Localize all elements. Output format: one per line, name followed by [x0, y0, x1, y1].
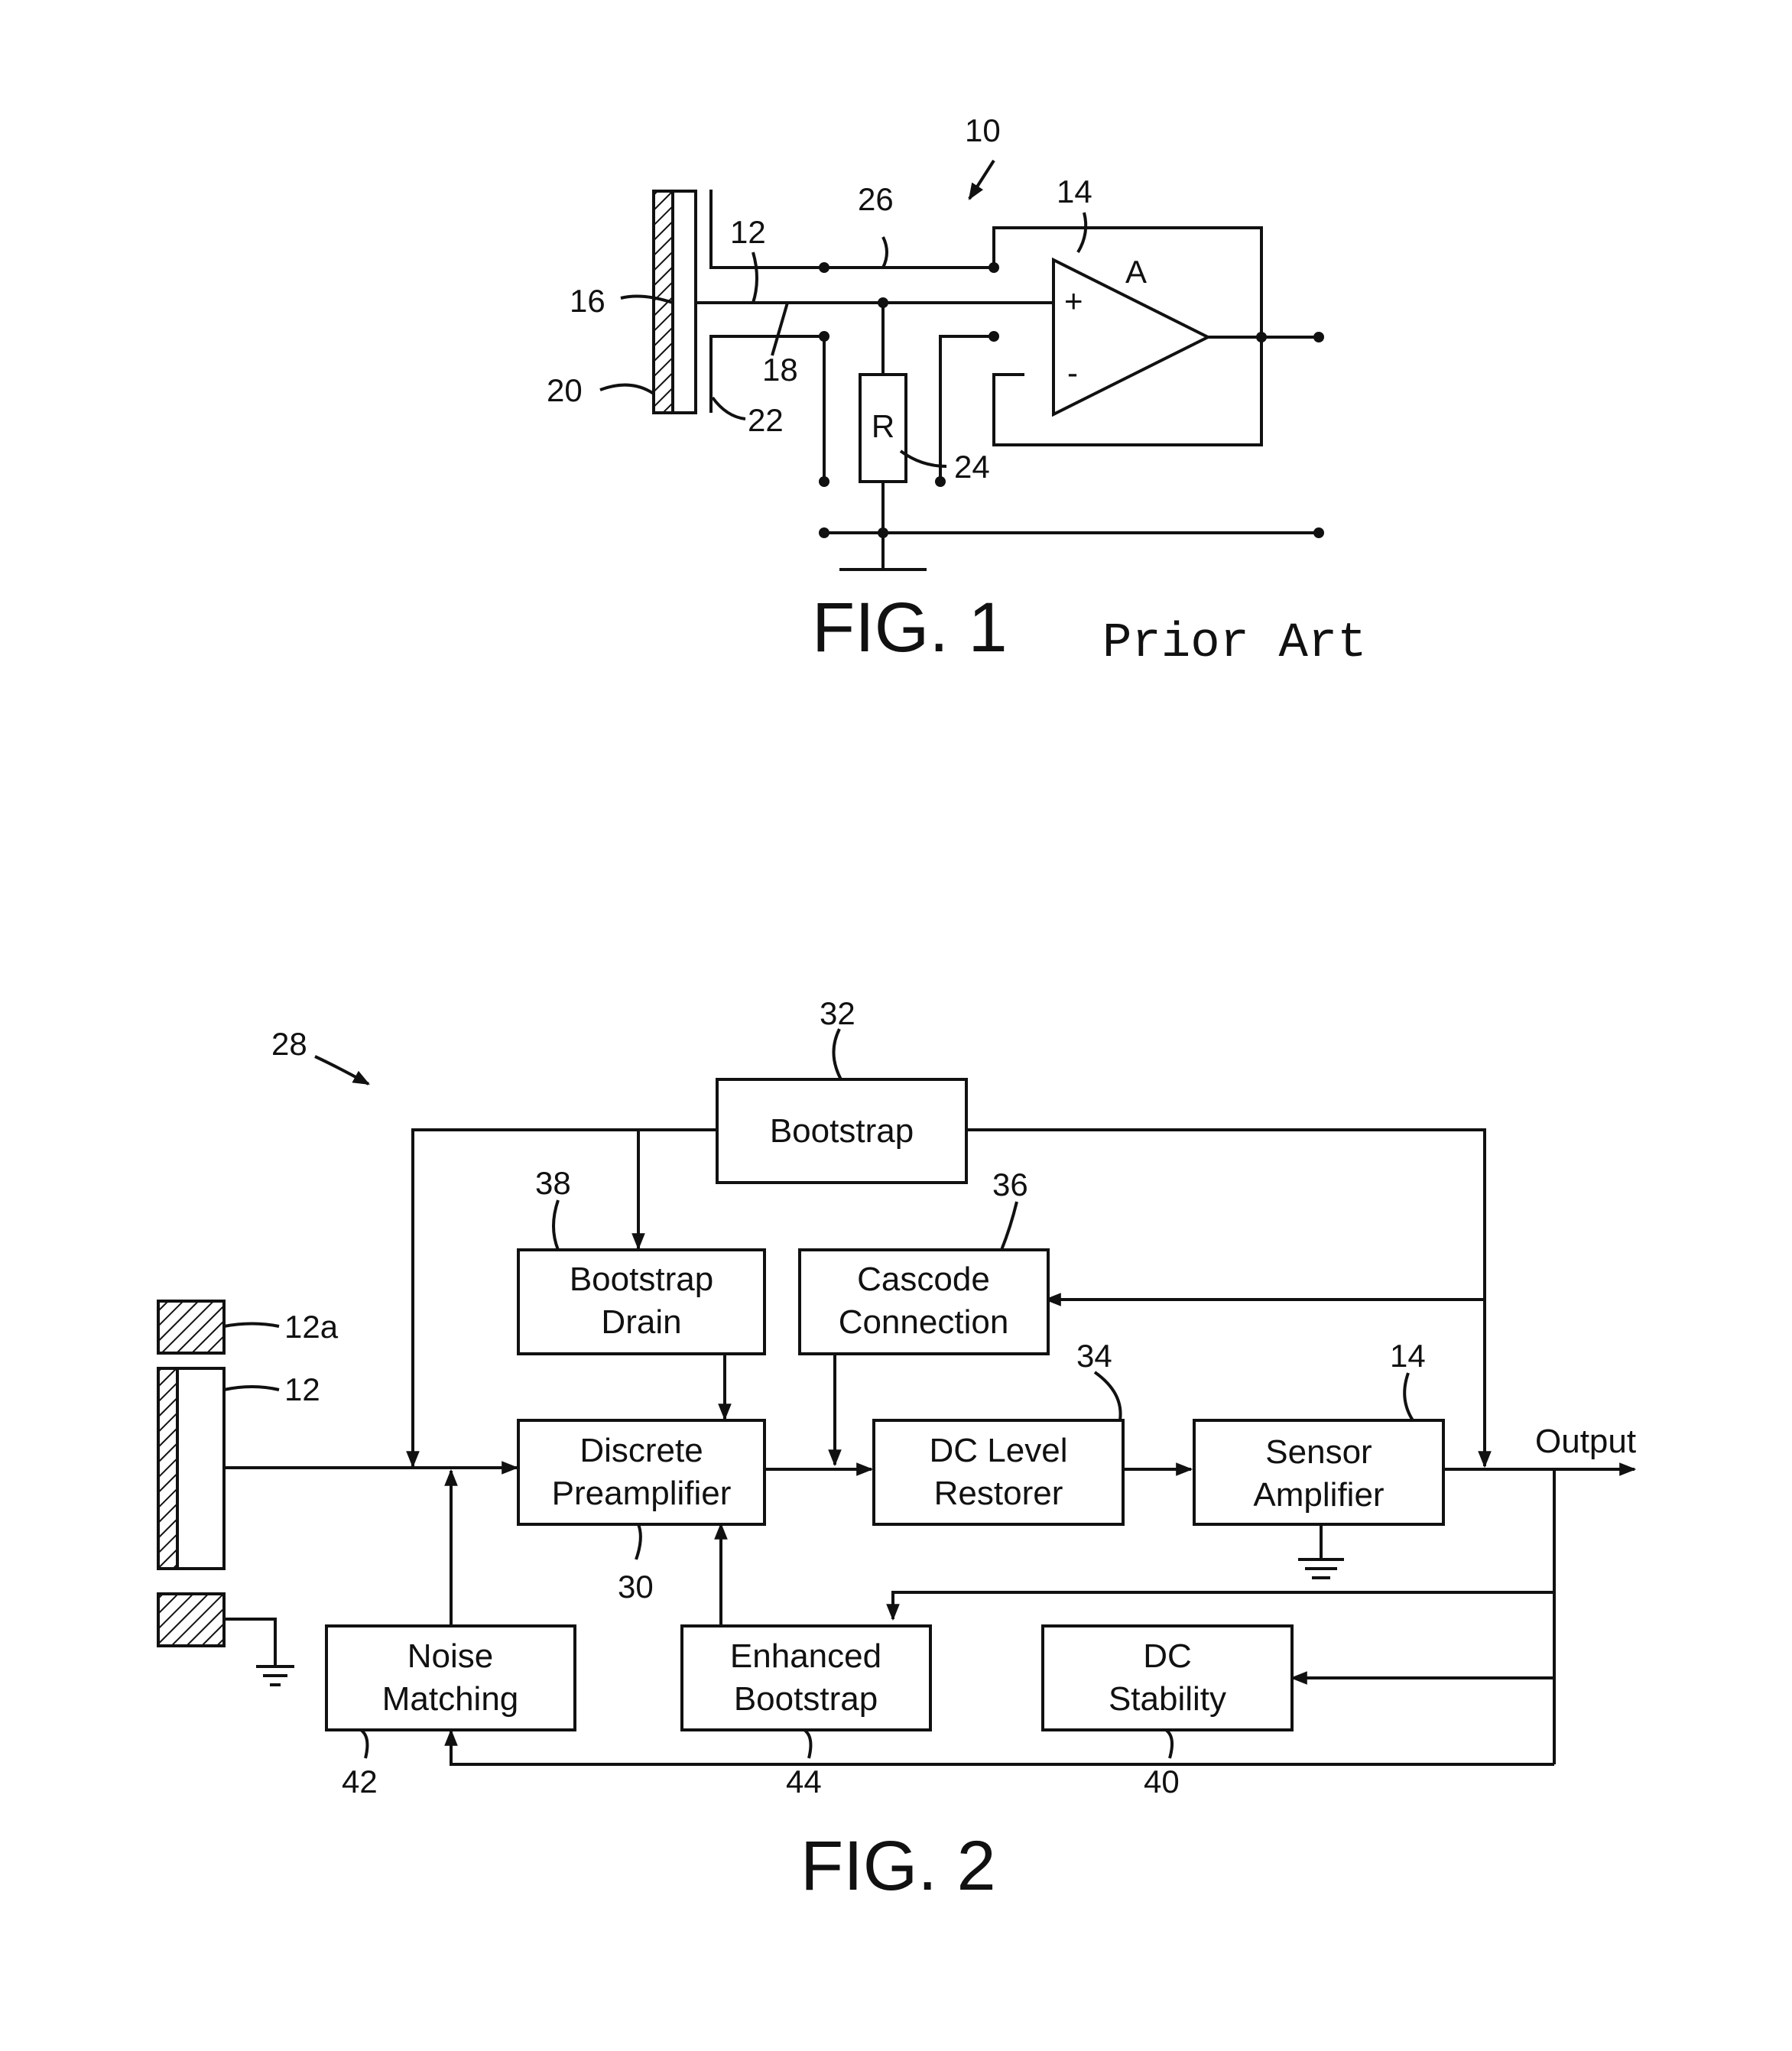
fig2-ref-12: 12 [284, 1371, 320, 1407]
fig1-ref-16: 16 [570, 283, 605, 319]
fig1-node [819, 527, 829, 538]
fig2-label-dc-level-1: DC Level [930, 1432, 1068, 1469]
fig1-title: FIG. 1 [812, 589, 1008, 667]
fig2-sensor-12-hatch [158, 1368, 177, 1569]
fig2-label-bootstrap-drain-1: Bootstrap [570, 1261, 713, 1298]
fig2-label-cascode-1: Cascode [857, 1261, 990, 1298]
fig2-leader [1404, 1373, 1413, 1420]
fig2-sensor-12a [158, 1301, 224, 1353]
fig2-ref-40: 40 [1144, 1764, 1180, 1799]
fig2-label-bootstrap-drain-2: Drain [601, 1303, 681, 1341]
fig1-ref-12: 12 [730, 214, 766, 250]
fig1-leader [753, 252, 757, 303]
fig2-label-sensor-amp-2: Amplifier [1253, 1476, 1384, 1514]
fig1-shield-upper [711, 190, 1261, 445]
fig2-leader [636, 1524, 641, 1559]
fig2-leader [224, 1324, 279, 1327]
fig2-leader [554, 1200, 558, 1250]
fig1-ref-10: 10 [965, 112, 1001, 148]
fig2-ref-42: 42 [342, 1764, 378, 1799]
fig1-ref-20: 20 [547, 372, 583, 408]
fig1-electrode-plate [673, 191, 696, 413]
fig2-sensor-12-plate [177, 1368, 224, 1569]
fig2-feedback-enhanced [893, 1592, 1554, 1619]
fig1-ref-14: 14 [1057, 174, 1092, 209]
fig2-ref-36: 36 [992, 1167, 1028, 1202]
fig2-leader [804, 1730, 810, 1758]
fig2-ref-32: 32 [820, 995, 855, 1031]
fig2-label-dc-stability-1: DC [1143, 1637, 1192, 1675]
fig1-ref-26: 26 [858, 181, 894, 217]
fig2-label-enhanced-2: Bootstrap [734, 1680, 878, 1718]
fig1-resistor-label: R [872, 408, 894, 444]
fig2-label-enhanced-1: Enhanced [730, 1637, 881, 1675]
fig2-leader-28 [315, 1056, 368, 1084]
fig2-sensor-ground [1298, 1525, 1344, 1578]
fig1-leader [600, 385, 654, 394]
fig2-leader [1002, 1202, 1017, 1250]
fig1-node [989, 262, 999, 273]
fig2-leader [833, 1029, 841, 1079]
fig2-label-preamp-2: Preamplifier [552, 1475, 732, 1512]
fig1-leader [1078, 213, 1086, 252]
fig1-node [1313, 527, 1324, 538]
fig2-feedback-noise [451, 1731, 1554, 1764]
fig2-label-dc-level-2: Restorer [934, 1475, 1063, 1512]
fig2-sensor-ground-plate [158, 1594, 224, 1646]
fig2-leader [1095, 1372, 1121, 1420]
fig1-leader [713, 398, 745, 419]
fig1-node [935, 476, 946, 487]
fig2-label-noise-1: Noise [407, 1637, 494, 1675]
fig2-label-preamp-1: Discrete [579, 1432, 703, 1469]
fig2-title: FIG. 2 [800, 1827, 996, 1905]
fig1-node [989, 331, 999, 342]
fig1-amp-label: A [1125, 254, 1147, 290]
fig1-node [819, 262, 829, 273]
fig2-leader [224, 1387, 279, 1390]
fig1-leader [969, 161, 994, 199]
fig1-node [819, 331, 829, 342]
fig1-node [878, 297, 888, 308]
fig2-leader [361, 1730, 367, 1758]
fig2-ref-38: 38 [535, 1165, 571, 1201]
fig2-ref-12a: 12a [284, 1309, 339, 1345]
fig1-ref-18: 18 [762, 352, 798, 388]
fig2-ref-28: 28 [271, 1026, 307, 1062]
fig1-node [1313, 332, 1324, 342]
fig1-ground-stem [839, 533, 927, 570]
fig2-label-dc-stability-2: Stability [1109, 1680, 1226, 1718]
fig1-leader [772, 303, 787, 355]
fig1-amp-plus: + [1064, 283, 1083, 319]
fig2-label-cascode-2: Connection [839, 1303, 1009, 1341]
fig1-node [1256, 332, 1267, 342]
fig1-circuit: 10 14 26 12 16 18 20 22 24 A + - R FIG. … [547, 112, 1367, 671]
fig2-ref-14: 14 [1390, 1338, 1426, 1374]
fig2-label-sensor-amp-1: Sensor [1265, 1433, 1372, 1471]
fig2-ground-symbol [224, 1619, 294, 1685]
fig1-leader [883, 237, 887, 268]
fig2-ref-44: 44 [786, 1764, 822, 1799]
fig2-block-diagram: Bootstrap Bootstrap Drain Cascode Connec… [158, 995, 1636, 1905]
fig1-node [819, 476, 829, 487]
fig2-ref-30: 30 [618, 1569, 654, 1605]
fig2-leader [1166, 1730, 1172, 1758]
fig1-node [878, 527, 888, 538]
fig1-ref-24: 24 [954, 449, 990, 485]
fig1-subtitle: Prior Art [1102, 616, 1367, 671]
fig1-ref-22: 22 [748, 402, 784, 438]
fig2-ref-34: 34 [1076, 1338, 1112, 1374]
fig2-label-noise-2: Matching [382, 1680, 519, 1718]
fig2-output-label: Output [1535, 1423, 1636, 1460]
fig1-amp-minus: - [1067, 355, 1078, 391]
fig2-label-bootstrap: Bootstrap [770, 1112, 914, 1150]
